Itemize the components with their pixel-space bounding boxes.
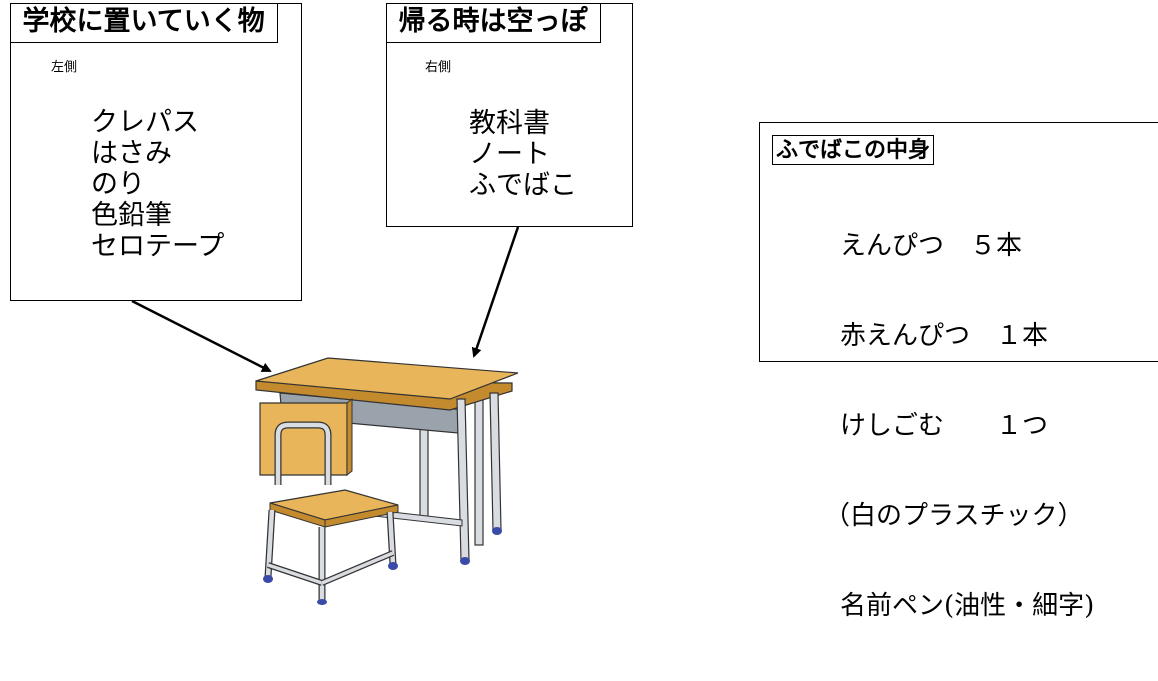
list-item: 赤えんぴつ １本 xyxy=(840,321,1049,351)
left-item-list: クレパス はさみ のり 色鉛筆 セロテープ xyxy=(91,107,224,262)
desk-chair-illustration xyxy=(255,357,519,605)
list-item: クレパス xyxy=(91,107,199,138)
list-item: えんぴつ ５本 xyxy=(840,231,1023,261)
left-side-label: 左側 xyxy=(51,60,78,75)
pencil-case-box: ふでばこの中身 えんぴつ ５本 赤えんぴつ １本 けしごむ １つ （白のプラスチ… xyxy=(759,122,1158,621)
list-item: セロテープ xyxy=(91,231,225,262)
right-box: 帰る時は空っぽ 右側 教科書 ノート ふでばこ xyxy=(385,2,633,227)
list-item: （白のプラスチック） xyxy=(824,501,1084,531)
list-item: 教科書 xyxy=(469,108,550,139)
left-box: 学校に置いていく物 左側 クレパス はさみ のり 色鉛筆 セロテープ xyxy=(9,2,302,301)
right-arrow xyxy=(471,226,520,358)
left-arrow xyxy=(131,299,272,373)
list-item: のり xyxy=(91,169,145,200)
list-item: ノート xyxy=(469,139,550,170)
right-box-title: 帰る時は空っぽ xyxy=(385,2,601,43)
right-side-label: 右側 xyxy=(425,60,452,75)
list-item: ふでばこ xyxy=(469,170,577,201)
list-item: はさみ xyxy=(91,138,172,169)
pencil-case-title: ふでばこの中身 xyxy=(772,135,935,165)
right-item-list: 教科書 ノート ふでばこ xyxy=(469,108,577,201)
left-box-title: 学校に置いていく物 xyxy=(9,2,278,43)
list-item: 色鉛筆 xyxy=(91,200,172,231)
arrows-layer xyxy=(131,226,520,373)
list-item: けしごむ １つ xyxy=(840,411,1049,441)
